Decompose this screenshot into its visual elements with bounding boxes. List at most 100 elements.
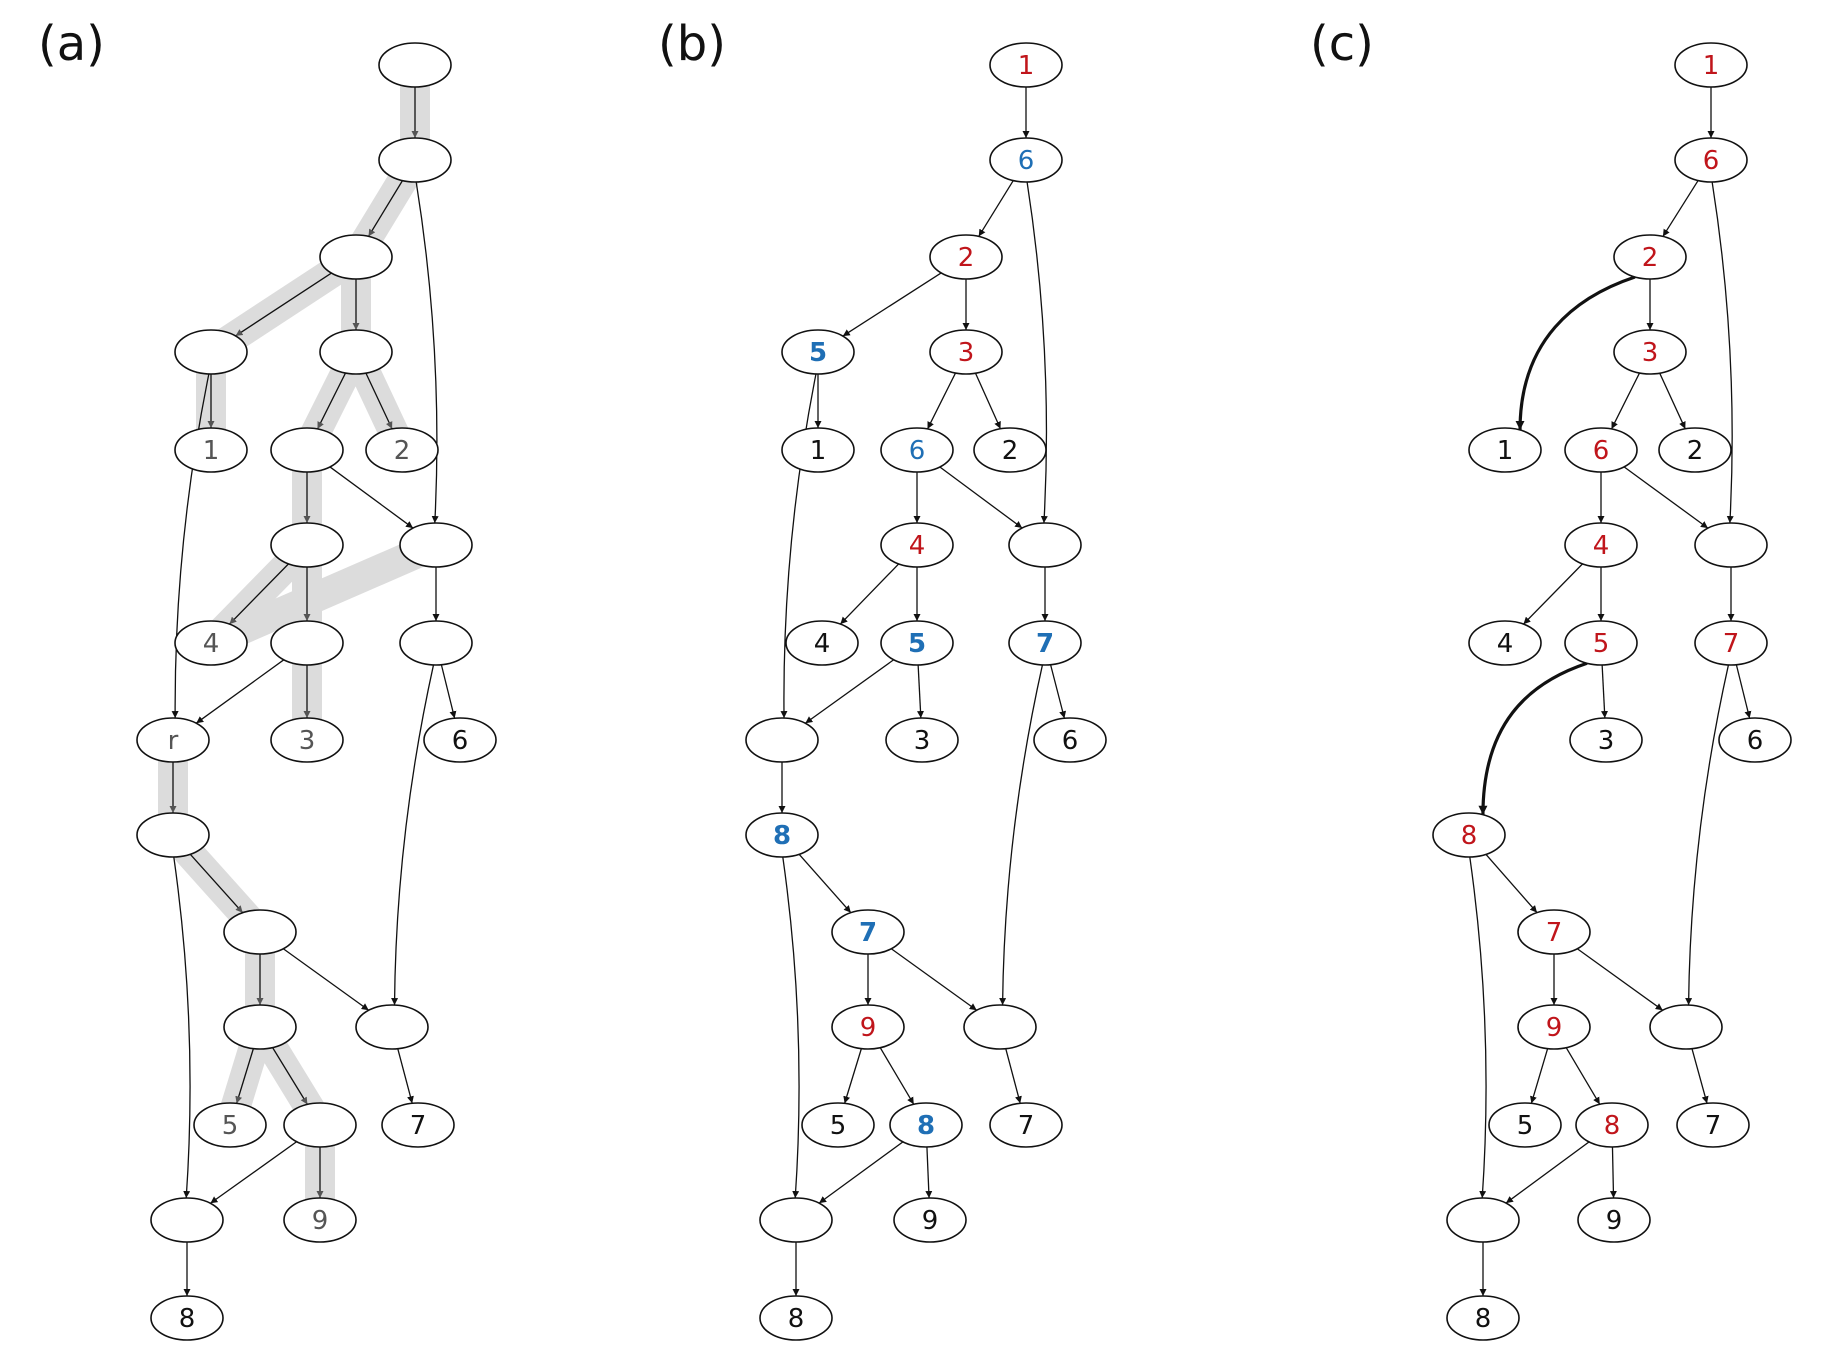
- tree-node: 9: [1517, 1004, 1591, 1050]
- node-label: 5: [222, 1111, 239, 1141]
- tree-node: [270, 427, 344, 473]
- tree-node: 2: [973, 427, 1047, 473]
- node-label: 5: [1593, 629, 1610, 659]
- node-label: 2: [1002, 436, 1019, 466]
- node-label: r: [168, 726, 179, 756]
- edge-n2-n8: [1711, 181, 1734, 524]
- node-ellipse: [1577, 1197, 1651, 1243]
- node-ellipse: [781, 427, 855, 473]
- tree-node: 8: [1446, 1295, 1520, 1341]
- edge-n12-n14: [1576, 948, 1664, 1011]
- tree-node: [283, 1102, 357, 1148]
- edge-n7-l4: [229, 563, 289, 625]
- tree-node: [319, 234, 393, 280]
- node-label: 3: [299, 726, 316, 756]
- edge-n4-r: [171, 373, 210, 719]
- node-label: 6: [1593, 436, 1610, 466]
- node-label: 8: [917, 1111, 935, 1141]
- edge-n6-n8: [329, 466, 414, 529]
- tree-node: [1446, 1197, 1520, 1243]
- tree-node: [319, 329, 393, 375]
- node-ellipse: [365, 427, 439, 473]
- edge-n6-n8: [939, 466, 1023, 529]
- edge-n12-n14: [890, 948, 978, 1011]
- node-label: 3: [1598, 726, 1615, 756]
- node-ellipse: [399, 620, 473, 666]
- tree-node: [223, 909, 297, 955]
- node-ellipse: [781, 329, 855, 375]
- tree-node: 2: [1613, 234, 1687, 280]
- node-label: 1: [203, 436, 220, 466]
- tree-node: [223, 1004, 297, 1050]
- tree-node: 4: [1468, 620, 1542, 666]
- tree-node: [1649, 1004, 1723, 1050]
- tree-node: 1: [1674, 42, 1748, 88]
- node-label: 7: [410, 1111, 427, 1141]
- node-ellipse: [150, 1295, 224, 1341]
- tree-node: 5: [193, 1102, 267, 1148]
- edge-n5-l2: [974, 372, 1002, 430]
- tree-node: 3: [1569, 717, 1643, 763]
- node-ellipse: [973, 427, 1047, 473]
- edges: [778, 87, 1067, 1296]
- node-ellipse: [1517, 909, 1591, 955]
- edge-n13-l5: [1530, 1048, 1549, 1104]
- node-ellipse: [319, 329, 393, 375]
- node-label: 4: [909, 531, 926, 561]
- node-label: 8: [773, 821, 791, 851]
- tree-node: 9: [283, 1197, 357, 1243]
- node-ellipse: [1564, 522, 1638, 568]
- tree-node: 1: [781, 427, 855, 473]
- node-ellipse: [1649, 1004, 1723, 1050]
- tree-node: 7: [1517, 909, 1591, 955]
- node-label: 2: [1687, 436, 1704, 466]
- node-label: 6: [1747, 726, 1764, 756]
- node-ellipse: [745, 812, 819, 858]
- node-label: 9: [1546, 1013, 1563, 1043]
- tree-node: 2: [929, 234, 1003, 280]
- node-ellipse: [929, 234, 1003, 280]
- tree-node: 4: [785, 620, 859, 666]
- node-ellipse: [283, 1197, 357, 1243]
- tree-node: 1: [1468, 427, 1542, 473]
- tree-node: [745, 717, 819, 763]
- edge-n11-n12: [798, 853, 852, 914]
- node-ellipse: [893, 1197, 967, 1243]
- tree-node: 3: [929, 329, 1003, 375]
- tree-node: [963, 1004, 1037, 1050]
- tree-node: 8: [889, 1102, 963, 1148]
- edge-n13-n15: [879, 1047, 915, 1105]
- edge-n10-l6: [1735, 664, 1752, 719]
- tree-node: 9: [1577, 1197, 1651, 1243]
- tree-node: 3: [885, 717, 959, 763]
- node-ellipse: [319, 234, 393, 280]
- node-label: 8: [1604, 1111, 1621, 1141]
- edge-n13-l5: [843, 1048, 863, 1104]
- edge-n15-n16: [818, 1141, 904, 1204]
- node-ellipse: [378, 42, 452, 88]
- node-ellipse: [880, 522, 954, 568]
- node-ellipse: [283, 1102, 357, 1148]
- node-ellipse: [136, 717, 210, 763]
- node-label: 5: [908, 629, 926, 659]
- edge-n11-n16: [1469, 856, 1487, 1199]
- node-ellipse: [1658, 427, 1732, 473]
- edge-n5-l2: [365, 372, 393, 430]
- node-ellipse: [1674, 137, 1748, 183]
- tree-node: 6: [1564, 427, 1638, 473]
- node-label: 2: [1642, 243, 1659, 273]
- node-ellipse: [174, 620, 248, 666]
- edge-n10-l6: [440, 664, 457, 719]
- node-label: 4: [814, 629, 831, 659]
- tree-node: 7: [831, 909, 905, 955]
- edge-n5-n6: [926, 372, 957, 430]
- node-label: 5: [830, 1111, 847, 1141]
- tree-node: 5: [801, 1102, 875, 1148]
- node-ellipse: [1564, 427, 1638, 473]
- edge-n11-n12: [1485, 853, 1538, 914]
- tree-node: 8: [1432, 812, 1506, 858]
